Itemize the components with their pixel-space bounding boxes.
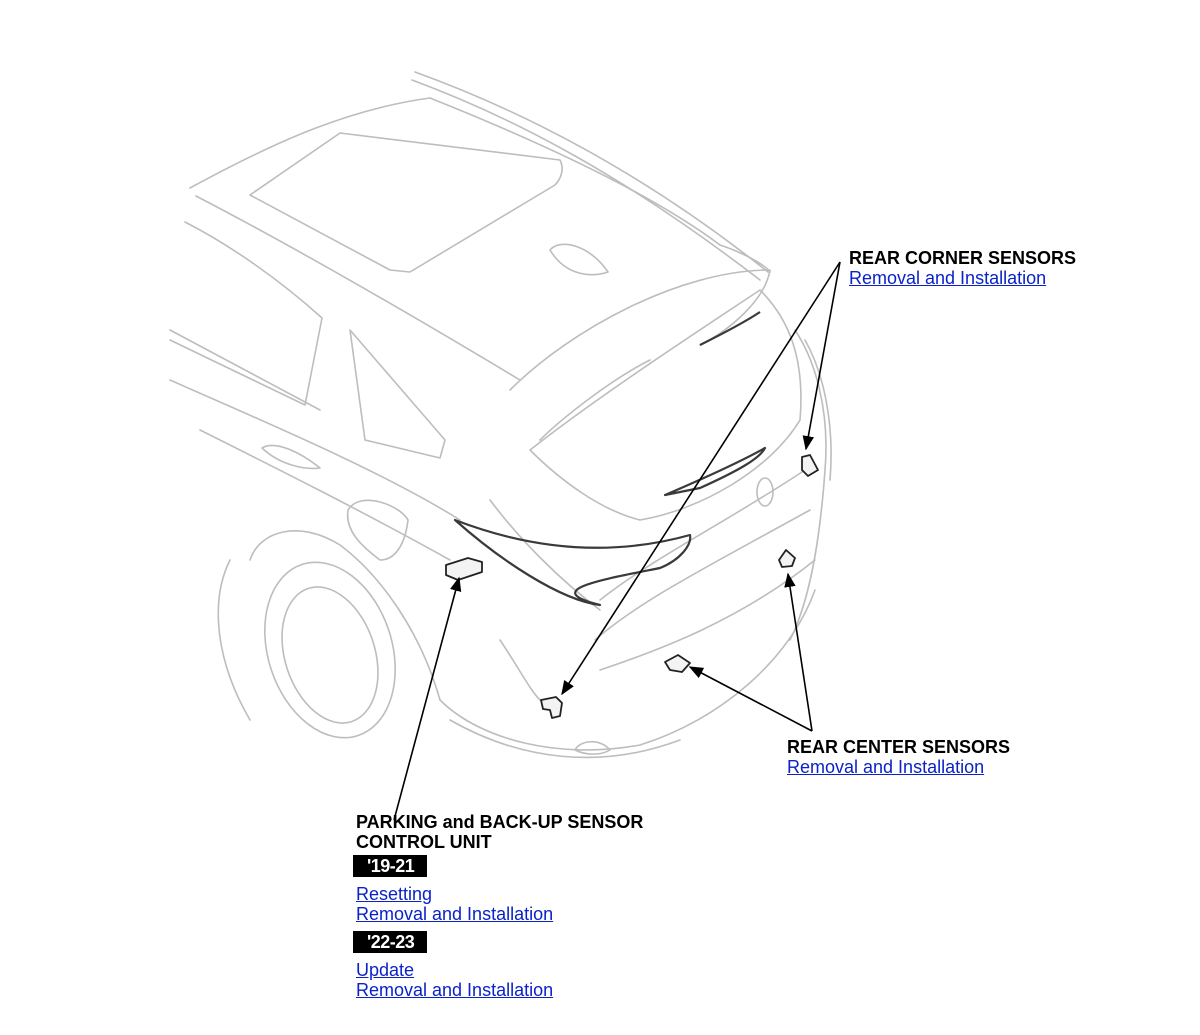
control-unit-title-line2: CONTROL UNIT <box>356 832 492 852</box>
taillights <box>453 311 767 607</box>
vehicle-outline <box>169 71 832 759</box>
resetting-link[interactable]: Resetting <box>356 884 433 904</box>
control-unit-box <box>445 557 483 581</box>
control-unit-removal-link-22-23[interactable]: Removal and Installation <box>356 980 554 1000</box>
control-unit-title-line1: PARKING and BACK-UP SENSOR <box>356 812 644 832</box>
model-year-badge-22-23: '22-23 <box>353 931 428 953</box>
rear-corner-sensors-title: REAR CORNER SENSORS <box>849 248 1077 268</box>
links-22-23: Update Removal and Installation <box>356 960 553 1000</box>
badge-22-23: '22-23 <box>353 931 428 953</box>
model-year-badge-19-21: '19-21 <box>353 855 428 877</box>
left-corner-sensor <box>540 696 563 719</box>
update-link[interactable]: Update <box>356 960 415 980</box>
leader-lines <box>393 261 841 821</box>
rear-center-sensors-label: REAR CENTER SENSORS Removal and Installa… <box>787 737 1010 777</box>
rear-corner-sensors-label: REAR CORNER SENSORS Removal and Installa… <box>849 248 1076 288</box>
sensor-components <box>445 454 819 719</box>
right-corner-sensor <box>801 454 819 477</box>
rear-center-sensors-title: REAR CENTER SENSORS <box>787 737 1011 757</box>
badge-19-21: '19-21 <box>353 855 428 877</box>
center-sensor-upper <box>778 549 796 568</box>
center-sensor-lower <box>664 654 691 673</box>
rear-center-removal-link[interactable]: Removal and Installation <box>787 757 985 777</box>
links-19-21: Resetting Removal and Installation <box>356 884 553 924</box>
control-unit-removal-link-19-21[interactable]: Removal and Installation <box>356 904 554 924</box>
rear-corner-removal-link[interactable]: Removal and Installation <box>849 268 1047 288</box>
control-unit-label: PARKING and BACK-UP SENSOR CONTROL UNIT <box>356 812 643 852</box>
